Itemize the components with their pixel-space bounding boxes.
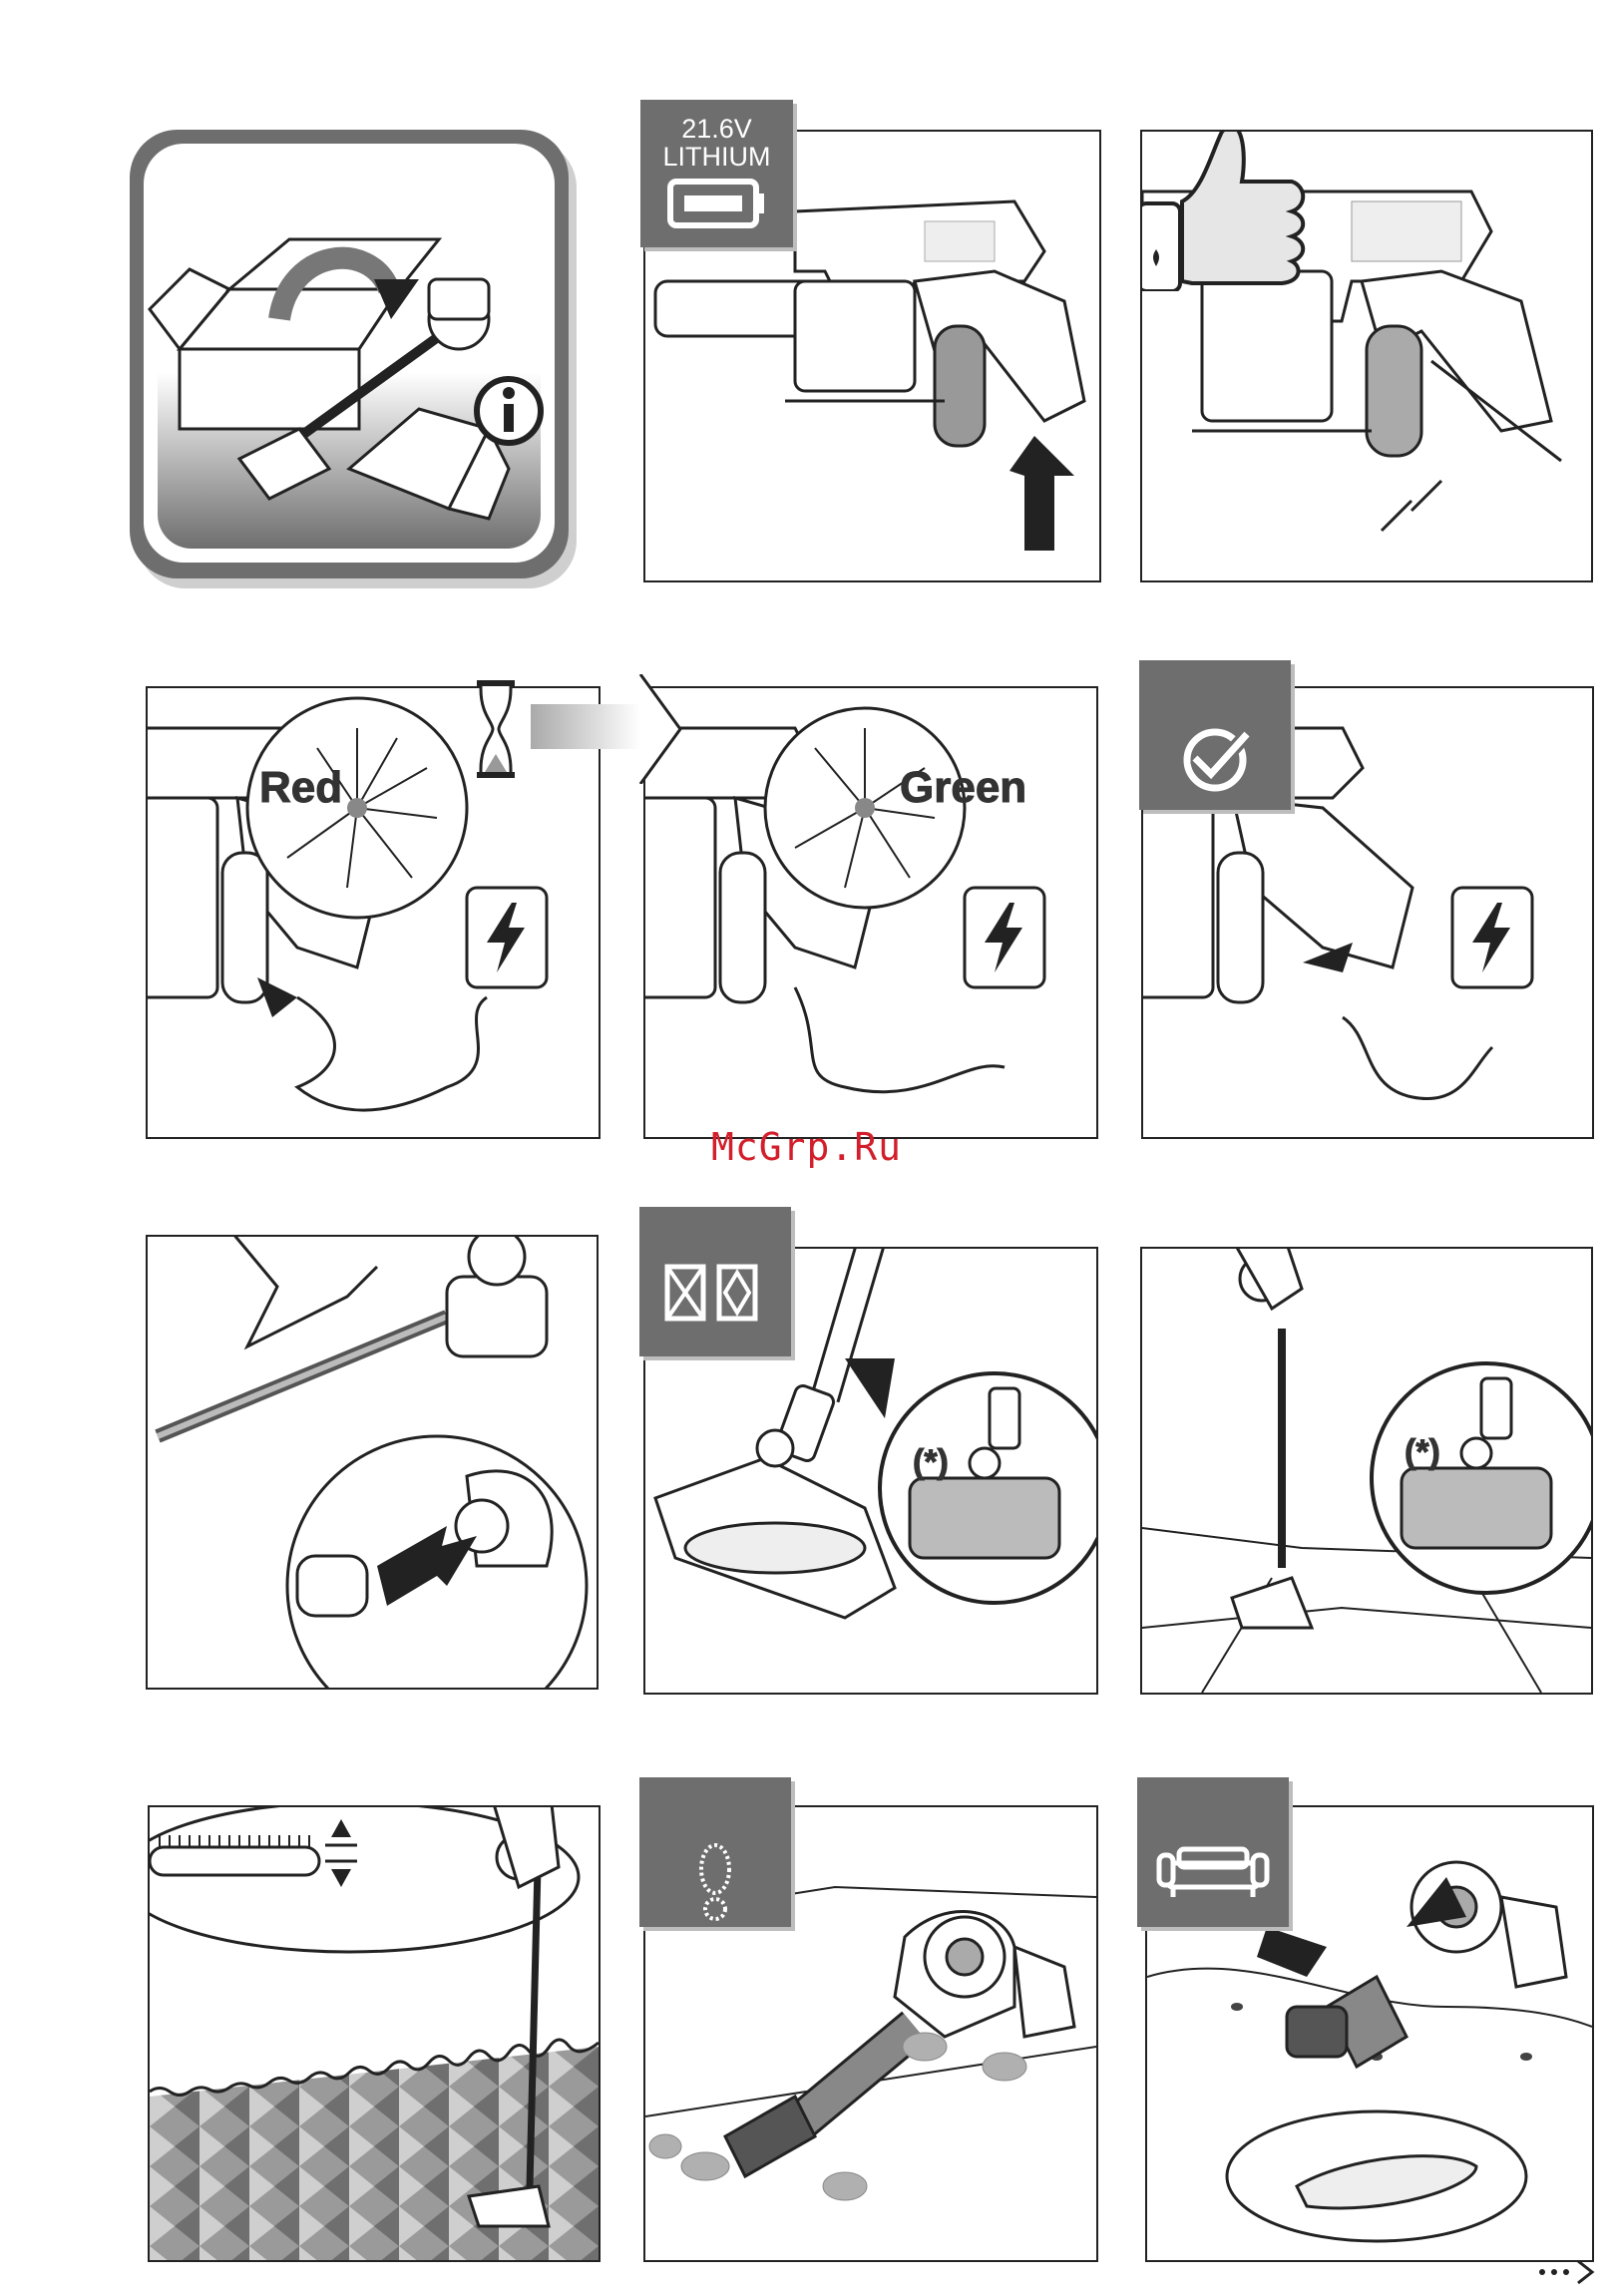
- watermark-text: McGrp.Ru: [711, 1125, 902, 1169]
- battery-icon: [640, 100, 793, 247]
- battery-voltage-badge: 21.6V LITHIUM: [640, 100, 793, 247]
- hourglass-icon: [471, 674, 690, 784]
- upholstery-badge: [1137, 1777, 1289, 1927]
- check-badge-icon: [1139, 660, 1291, 810]
- upright-optional-marker: (*): [1405, 1433, 1440, 1472]
- panel-unbox-read-manual: [130, 130, 569, 578]
- stairs-badge: [639, 1777, 791, 1927]
- panel-carpet-height: [148, 1805, 601, 2262]
- panel-charge-green: Green: [643, 686, 1098, 1139]
- panel-upright-use: (*): [1140, 1247, 1593, 1695]
- footprint-icon: [639, 1777, 791, 1927]
- hard-floor-icon: [639, 1207, 791, 1356]
- sofa-icon: [1137, 1777, 1289, 1927]
- thumbs-up-icon: [1140, 130, 1332, 291]
- charge-red-label: Red: [259, 763, 342, 813]
- charge-green-label: Green: [900, 763, 1026, 813]
- floor-head-optional-marker: (*): [913, 1443, 949, 1482]
- charge-complete-badge: [1139, 660, 1291, 810]
- panel-attach-tube: [146, 1235, 599, 1690]
- next-page-arrow-icon[interactable]: [1536, 2256, 1600, 2296]
- panel-battery-click: [1140, 130, 1593, 582]
- floor-type-badge: [639, 1207, 791, 1356]
- unbox-icon: [130, 130, 569, 578]
